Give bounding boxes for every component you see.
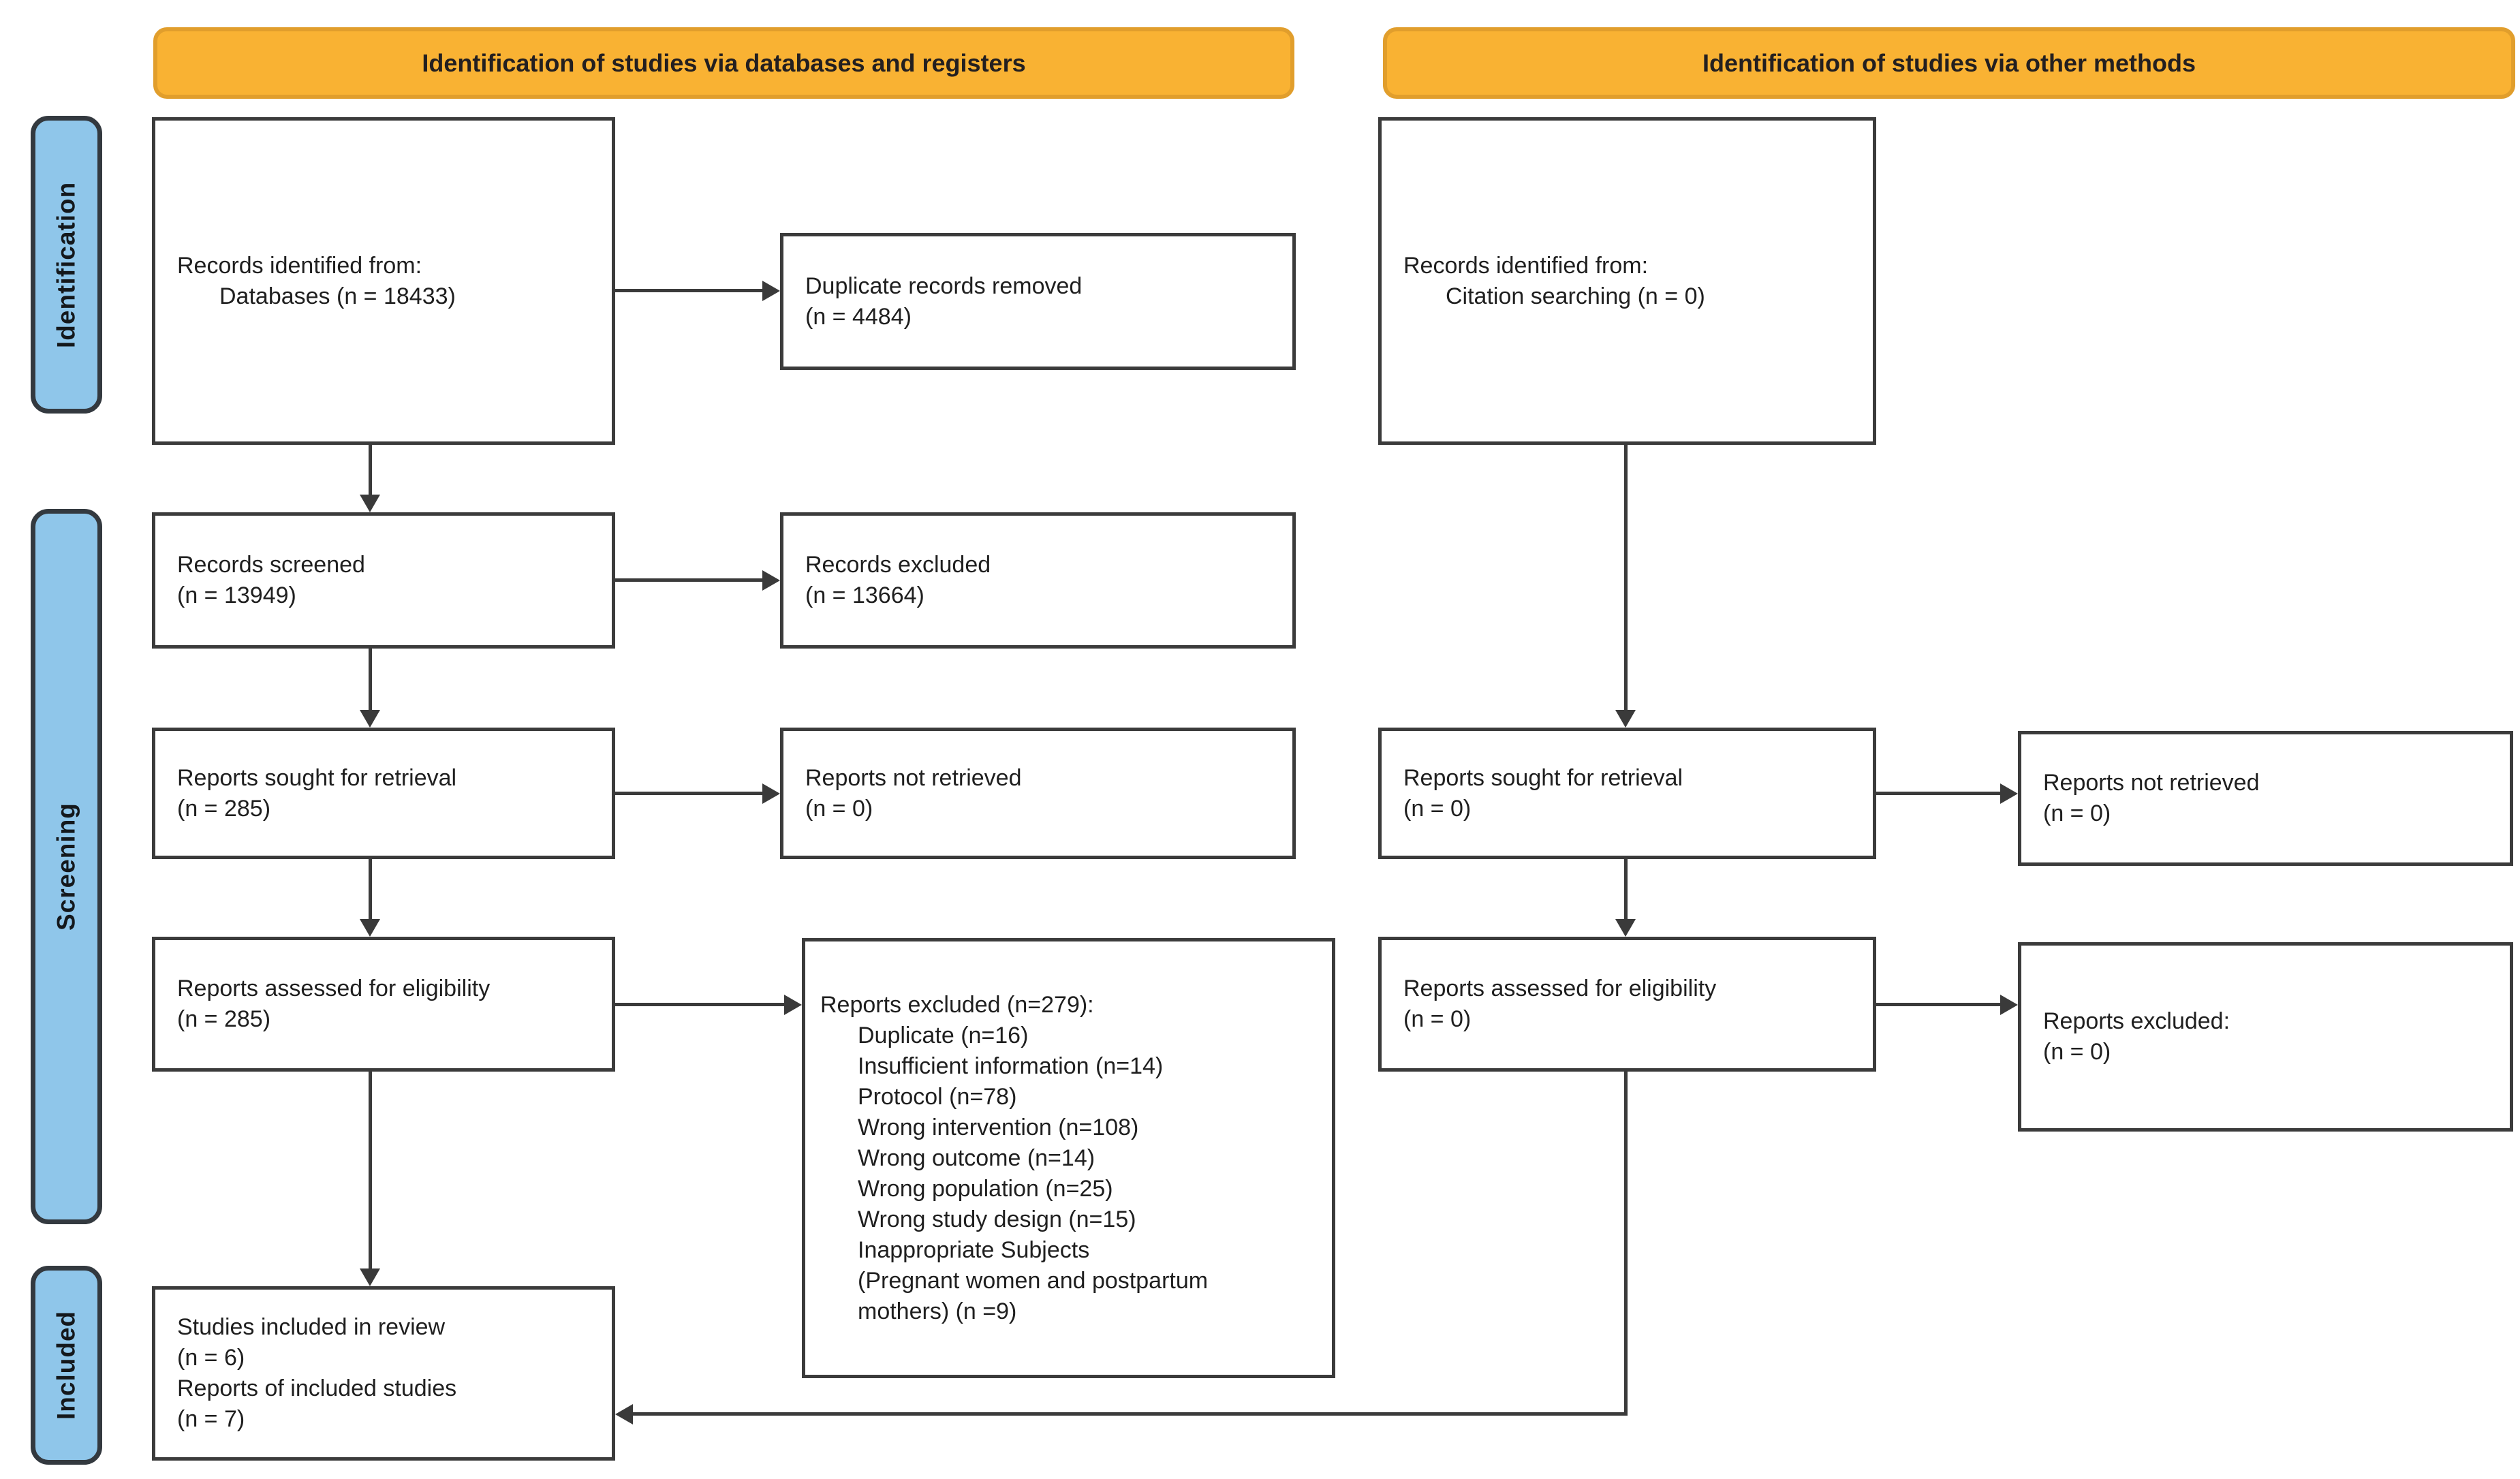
- box-line: (n = 13664): [805, 582, 924, 608]
- arrow-sought-to-notretrieved-line: [615, 792, 764, 795]
- box-line: Insufficient information (n=14): [858, 1053, 1164, 1079]
- box-reports-assessed-other: Reports assessed for eligibility (n = 0): [1378, 937, 1876, 1072]
- box-duplicates-removed: Duplicate records removed (n = 4484): [780, 233, 1296, 370]
- stage-label-screening: Screening: [31, 509, 102, 1224]
- box-line: (n = 0): [2043, 800, 2111, 826]
- box-records-screened: Records screened (n = 13949): [152, 512, 615, 649]
- arrow-assessed-to-excludedreasons-head: [784, 995, 802, 1015]
- box-line: (n = 13949): [177, 582, 296, 608]
- box-line: (n = 0): [2043, 1039, 2111, 1065]
- box-line: Reports sought for retrieval: [1403, 764, 1683, 791]
- box-line: Wrong study design (n=15): [858, 1206, 1136, 1232]
- box-records-identified-databases: Records identified from: Databases (n = …: [152, 117, 615, 445]
- arrow-citation-to-sought-line: [1624, 444, 1628, 711]
- box-line: Reports assessed for eligibility: [1403, 976, 1717, 1001]
- box-line: Wrong intervention (n=108): [858, 1114, 1139, 1140]
- box-reports-excluded-reasons: Reports excluded (n=279): Duplicate (n=1…: [802, 938, 1335, 1378]
- arrow-screened-to-sought-line: [369, 649, 372, 711]
- box-line: (n = 285): [177, 795, 271, 822]
- box-line: Records screened: [177, 552, 365, 578]
- box-line: Records excluded: [805, 552, 991, 578]
- arrow-assessed-to-included-line: [369, 1072, 372, 1270]
- arrow-assessed-other-to-included-hline: [630, 1412, 1628, 1416]
- arrow-citation-to-sought-head: [1615, 710, 1636, 728]
- box-line: mothers) (n =9): [858, 1298, 1017, 1324]
- box-reports-excluded-other: Reports excluded: (n = 0): [2018, 942, 2513, 1132]
- box-reports-sought: Reports sought for retrieval (n = 285): [152, 728, 615, 859]
- arrow-sought-to-assessed-head: [360, 919, 380, 937]
- box-line: Wrong population (n=25): [858, 1175, 1113, 1202]
- box-records-excluded: Records excluded (n = 13664): [780, 512, 1296, 649]
- box-line: (Pregnant women and postpartum: [858, 1267, 1209, 1294]
- box-line: Protocol (n=78): [858, 1083, 1017, 1110]
- banner-other-methods: Identification of studies via other meth…: [1383, 27, 2515, 99]
- arrow-assessed-to-excludedreasons-line: [615, 1003, 785, 1006]
- arrow-assessed-to-included-head: [360, 1268, 380, 1286]
- arrow-sought-other-to-notretrieved-head: [2000, 783, 2018, 804]
- box-studies-included: Studies included in review (n = 6) Repor…: [152, 1286, 615, 1461]
- stage-label-identification: Identification: [31, 116, 102, 414]
- box-line: Reports not retrieved: [2043, 770, 2260, 796]
- box-line: Reports of included studies: [177, 1375, 457, 1401]
- arrow-assessed-other-to-included-vline: [1624, 1072, 1628, 1416]
- banner-databases-registers: Identification of studies via databases …: [153, 27, 1294, 99]
- box-reports-assessed: Reports assessed for eligibility (n = 28…: [152, 937, 615, 1072]
- box-reports-not-retrieved-other: Reports not retrieved (n = 0): [2018, 731, 2513, 866]
- arrow-sought-other-to-notretrieved-line: [1876, 792, 2002, 795]
- box-line: (n = 0): [1403, 1006, 1472, 1032]
- box-line: Records identified from:: [1403, 252, 1649, 279]
- box-line: Inappropriate Subjects: [858, 1236, 1090, 1263]
- box-line: Wrong outcome (n=14): [858, 1145, 1095, 1171]
- box-line: Studies included in review: [177, 1314, 446, 1340]
- box-line: Reports not retrieved: [805, 764, 1022, 791]
- box-line: Reports sought for retrieval: [177, 764, 457, 791]
- arrow-screened-to-sought-head: [360, 710, 380, 728]
- box-line: (n = 6): [177, 1345, 245, 1371]
- arrow-sought-to-assessed-other-line: [1624, 859, 1628, 920]
- box-reports-sought-other: Reports sought for retrieval (n = 0): [1378, 728, 1876, 859]
- box-line: (n = 4484): [805, 303, 912, 330]
- box-line: (n = 285): [177, 1006, 271, 1032]
- box-line: Databases (n = 18433): [219, 283, 456, 309]
- arrow-identified-to-duplicates-head: [762, 281, 780, 301]
- stage-label-included: Included: [31, 1266, 102, 1465]
- box-line: Duplicate records removed: [805, 273, 1083, 299]
- box-line: (n = 0): [805, 795, 873, 822]
- arrow-sought-to-notretrieved-head: [762, 783, 780, 804]
- arrow-sought-to-assessed-line: [369, 859, 372, 920]
- arrow-screened-to-excluded-head: [762, 570, 780, 591]
- box-line: Reports excluded:: [2043, 1008, 2230, 1034]
- arrow-assessed-other-to-excluded-line: [1876, 1003, 2002, 1006]
- box-line: Duplicate (n=16): [858, 1022, 1029, 1048]
- box-reports-not-retrieved: Reports not retrieved (n = 0): [780, 728, 1296, 859]
- arrow-assessed-other-to-included-head: [615, 1404, 633, 1424]
- arrow-sought-to-assessed-other-head: [1615, 919, 1636, 937]
- box-records-identified-citation: Records identified from: Citation search…: [1378, 117, 1876, 445]
- box-line: Citation searching (n = 0): [1446, 283, 1705, 309]
- arrow-screened-to-excluded-line: [615, 578, 764, 582]
- box-line: Reports excluded (n=279):: [820, 991, 1094, 1018]
- box-line: (n = 0): [1403, 795, 1472, 822]
- arrow-assessed-other-to-excluded-head: [2000, 995, 2018, 1015]
- arrow-identified-to-screened-line: [369, 444, 372, 497]
- arrow-identified-to-screened-head: [360, 495, 380, 512]
- box-line: (n = 7): [177, 1406, 245, 1432]
- arrow-identified-to-duplicates-line: [615, 289, 764, 292]
- box-line: Reports assessed for eligibility: [177, 976, 491, 1001]
- box-line: Records identified from:: [177, 252, 422, 279]
